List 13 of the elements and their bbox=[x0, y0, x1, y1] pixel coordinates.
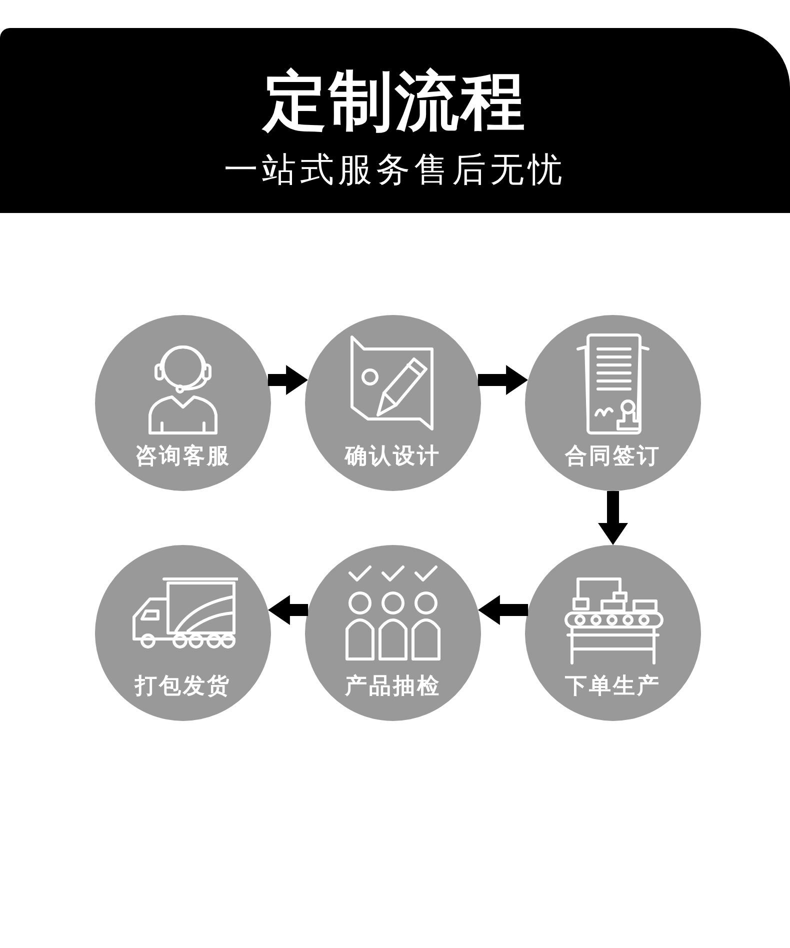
step-label: 咨询客服 bbox=[135, 443, 231, 471]
arrow bbox=[598, 491, 628, 545]
step-label: 下单生产 bbox=[565, 673, 661, 701]
title: 定制流程 bbox=[263, 64, 527, 141]
arrow bbox=[478, 595, 528, 625]
step-label: 确认设计 bbox=[345, 443, 441, 471]
step-label: 合同签订 bbox=[565, 443, 661, 471]
arrow bbox=[478, 365, 528, 395]
step-label: 产品抽检 bbox=[345, 673, 441, 701]
subtitle: 一站式服务售后无忧 bbox=[224, 149, 566, 192]
arrow bbox=[268, 365, 308, 395]
step-label: 打包发货 bbox=[135, 673, 231, 701]
arrow bbox=[268, 595, 308, 625]
